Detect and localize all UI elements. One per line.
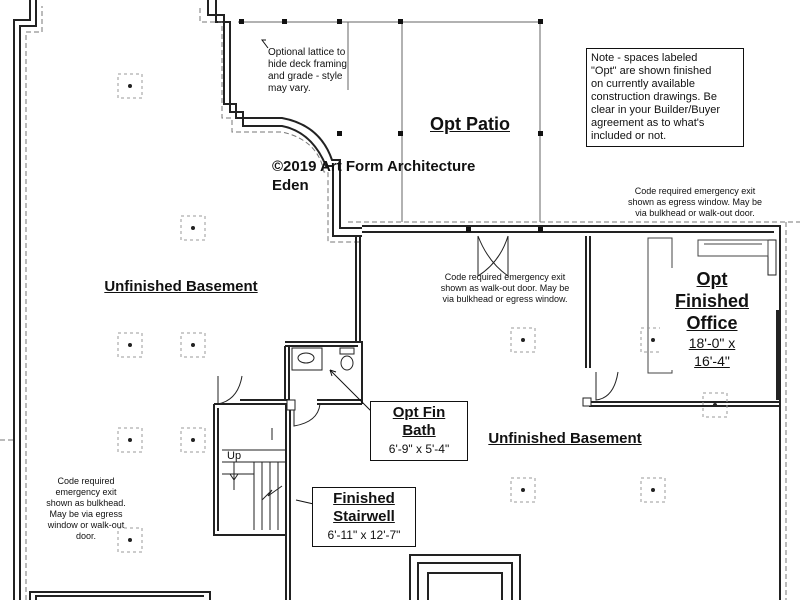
pier-footing xyxy=(117,527,143,553)
egress-note-line: via bulkhead or walk-out door. xyxy=(635,208,755,218)
egress-note-line: via bulkhead or egress window. xyxy=(442,294,568,304)
pier-column xyxy=(191,226,195,230)
office-window-top xyxy=(767,239,777,276)
pier-column xyxy=(521,338,525,342)
office-dims-line: 16'-4" xyxy=(694,353,730,369)
stair-up-label: Up xyxy=(227,450,242,462)
lattice-note-line: and grade - style xyxy=(268,71,343,82)
dashed-outlines xyxy=(0,6,800,600)
pier-column xyxy=(713,403,717,407)
room-unfinished-basement-center: Unfinished Basement xyxy=(488,430,642,447)
room-opt-office: Opt Finished Office 18'-0" x 16'-4" xyxy=(660,268,764,370)
window-well xyxy=(409,554,521,600)
bath-fixtures xyxy=(291,347,355,371)
lattice-note-line: may vary. xyxy=(268,83,311,94)
stairwell-label-line: Stairwell xyxy=(333,508,395,525)
note-line: agreement as to what's xyxy=(591,117,705,129)
room-finished-stairwell: Finished Stairwell 6'-11" x 12'-7" xyxy=(312,487,416,547)
bath-dims: 6'-9" x 5'-4" xyxy=(388,442,450,456)
pier-footing xyxy=(510,477,536,503)
office-window-wall xyxy=(776,310,781,400)
egress-note-line: Code required xyxy=(57,476,115,486)
pier-column xyxy=(521,488,525,492)
room-opt-patio: Opt Patio xyxy=(430,114,510,134)
egress-note-line: shown as egress window. May be xyxy=(627,197,763,207)
stairs xyxy=(222,428,286,530)
pier-column xyxy=(191,438,195,442)
pier-column xyxy=(128,438,132,442)
stairwell-dims: 6'-11" x 12'-7" xyxy=(327,528,401,542)
egress-note-line: window or walk-out xyxy=(47,520,125,530)
pier-footing xyxy=(117,427,143,453)
pier-column xyxy=(128,84,132,88)
pier-footing xyxy=(117,332,143,358)
room-unfinished-basement-left: Unfinished Basement xyxy=(104,278,258,295)
egress-note-left: Code required emergency exit shown as bu… xyxy=(36,476,136,542)
plan-name: Eden xyxy=(272,177,309,194)
egress-note-line: shown as bulkhead. xyxy=(46,498,126,508)
pier-footing xyxy=(510,327,536,353)
pier-footing xyxy=(180,332,206,358)
office-label-line: Opt xyxy=(696,269,728,289)
pier-footing xyxy=(640,477,666,503)
note-line: clear in your Builder/Buyer xyxy=(591,104,721,116)
foundation-walls xyxy=(13,0,781,600)
note-line: included or not. xyxy=(591,130,667,142)
lattice-note: Optional lattice to hide deck framing an… xyxy=(268,47,368,95)
doors xyxy=(217,235,619,427)
pier-column xyxy=(128,343,132,347)
egress-note-center: Code required emergency exit shown as wa… xyxy=(420,272,590,305)
door-post-office xyxy=(582,397,592,407)
interior-walls xyxy=(213,236,780,600)
bath-label-line: Opt Fin xyxy=(392,404,446,421)
lattice-note-line: hide deck framing xyxy=(268,59,347,70)
bath-label-line: Bath xyxy=(402,422,436,439)
pier-column xyxy=(651,488,655,492)
door-post-bath xyxy=(286,399,296,411)
pier-column xyxy=(651,338,655,342)
note-line: Note - spaces labeled xyxy=(591,52,698,64)
pier-footing xyxy=(180,427,206,453)
note-line: construction drawings. Be xyxy=(591,91,717,103)
pier-column xyxy=(191,343,195,347)
pier-footing xyxy=(180,215,206,241)
office-label-line: Office xyxy=(686,313,738,333)
builder-note: Note - spaces labeled "Opt" are shown fi… xyxy=(586,48,744,147)
copyright: ©2019 Art Form Architecture xyxy=(272,158,476,175)
egress-note-line: door. xyxy=(75,531,97,541)
note-line: on currently available xyxy=(591,78,695,90)
pier-footing xyxy=(117,73,143,99)
stairwell-label-line: Finished xyxy=(333,490,395,507)
office-dims-line: 18'-0" x xyxy=(688,335,736,351)
egress-note-line: May be via egress xyxy=(49,509,123,519)
egress-note-line: emergency exit xyxy=(55,487,117,497)
lattice-leader xyxy=(261,39,269,49)
patio-posts xyxy=(239,19,543,232)
lattice-note-line: Optional lattice to xyxy=(268,47,346,58)
pier-column xyxy=(128,538,132,542)
egress-note-line: Code required emergency exit xyxy=(634,186,756,196)
bottom-left-wall xyxy=(29,591,211,600)
egress-note-top-right: Code required emergency exit shown as eg… xyxy=(610,186,780,219)
egress-note-line: Code required emergency exit xyxy=(444,272,566,282)
egress-note-line: shown as walk-out door. May be xyxy=(440,283,570,293)
office-label-line: Finished xyxy=(674,291,749,311)
room-opt-bath: Opt Fin Bath 6'-9" x 5'-4" xyxy=(370,401,468,461)
pier-footing xyxy=(702,392,728,418)
note-line: "Opt" are shown finished xyxy=(591,65,712,77)
